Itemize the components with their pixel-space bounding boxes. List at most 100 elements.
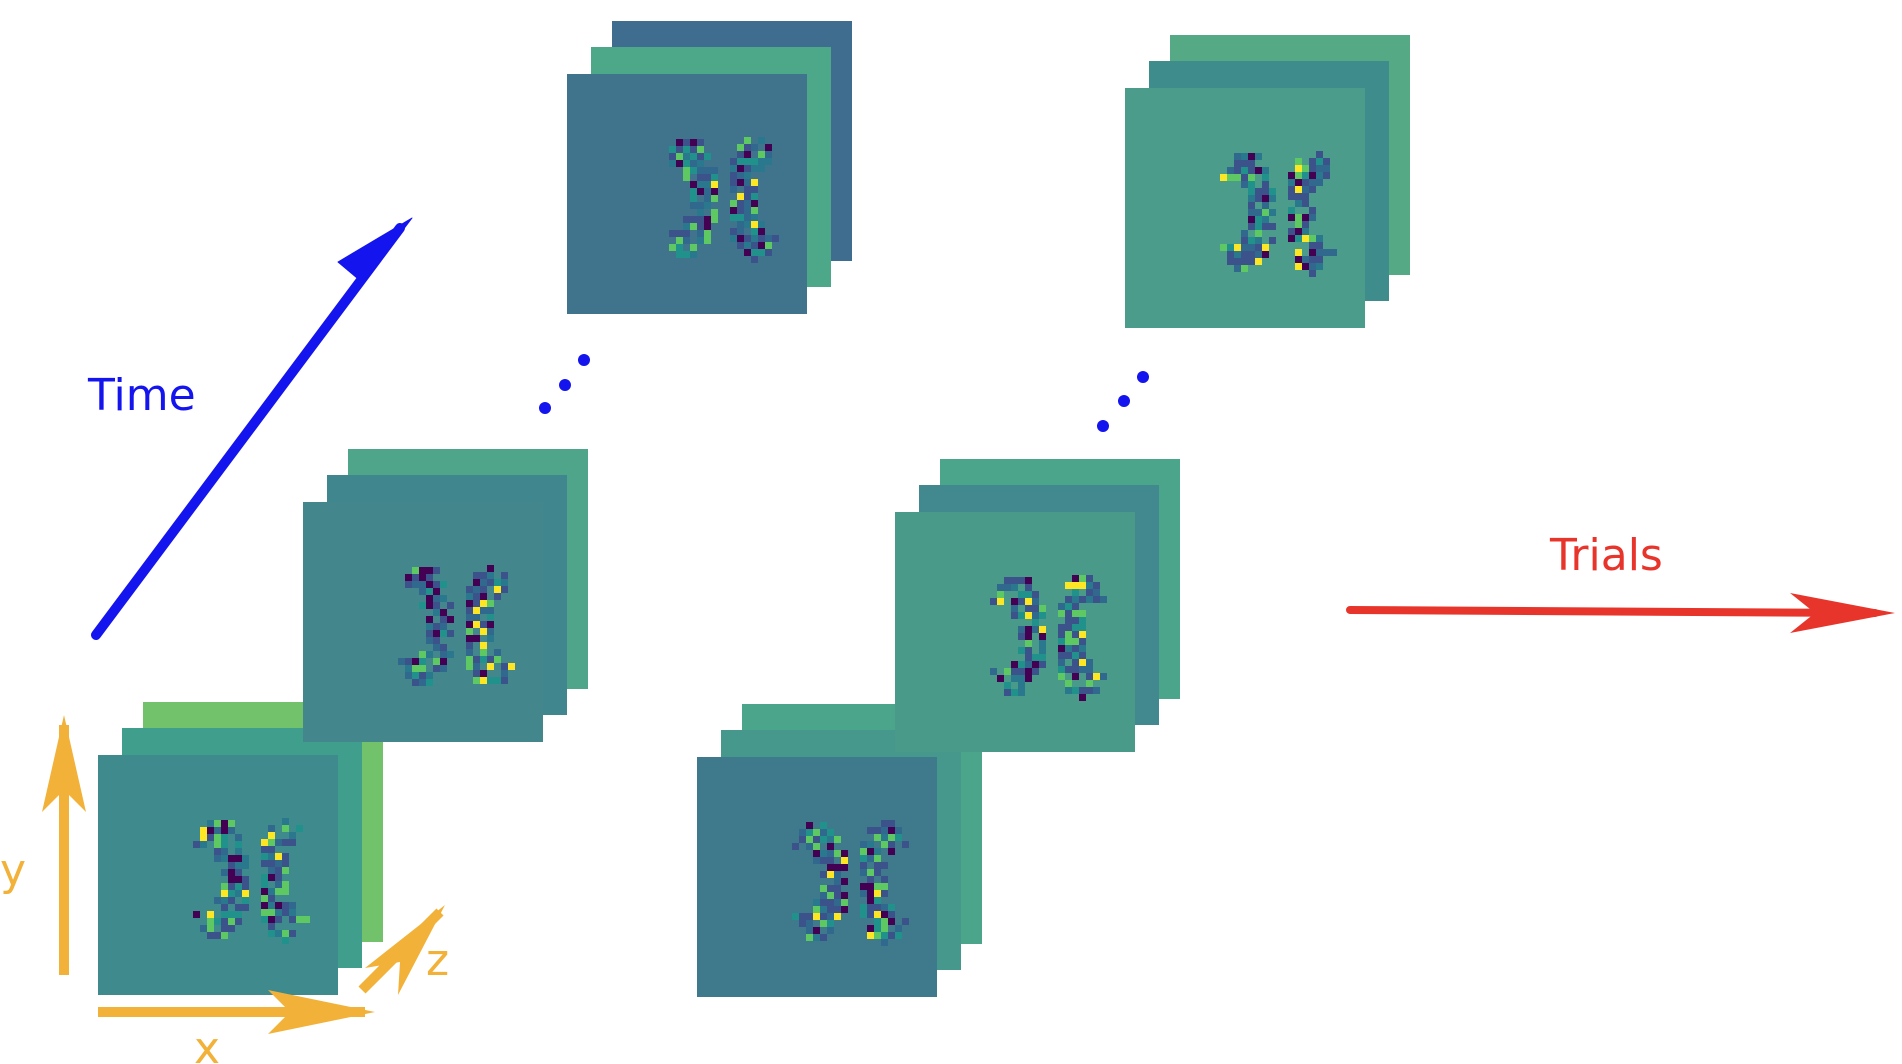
brain-voxel [412, 581, 419, 588]
brain-image [1220, 151, 1337, 277]
brain-voxel [419, 665, 426, 672]
brain-voxel [235, 883, 242, 890]
brain-voxel [440, 595, 447, 602]
brain-voxel [1288, 207, 1295, 214]
brain-voxel [228, 911, 235, 918]
brain-voxel [228, 827, 235, 834]
brain-voxel [412, 574, 419, 581]
brain-voxel [1295, 186, 1302, 193]
brain-voxel [820, 920, 827, 927]
brain-voxel [261, 888, 268, 895]
brain-voxel [820, 885, 827, 892]
brain-slice-front [303, 502, 543, 742]
brain-voxel [704, 167, 711, 174]
brain-voxel [676, 139, 683, 146]
brain-voxel [1093, 596, 1100, 603]
brain-voxel [242, 855, 249, 862]
brain-voxel [827, 906, 834, 913]
brain-voxel [1248, 258, 1255, 265]
brain-voxel [744, 207, 751, 214]
brain-voxel [268, 860, 275, 867]
brain-voxel [744, 193, 751, 200]
brain-voxel [1262, 174, 1269, 181]
brain-voxel [881, 820, 888, 827]
brain-image [990, 575, 1107, 701]
brain-voxel [1025, 605, 1032, 612]
brain-voxel [426, 588, 433, 595]
brain-voxel [440, 658, 447, 665]
brain-voxel [704, 174, 711, 181]
brain-voxel [1241, 251, 1248, 258]
brain-voxel [744, 144, 751, 151]
brain-voxel [487, 635, 494, 642]
brain-voxel [806, 843, 813, 850]
brain-voxel [737, 214, 744, 221]
brain-voxel [487, 628, 494, 635]
brain-voxel [228, 918, 235, 925]
brain-voxel [487, 677, 494, 684]
brain-voxel [1065, 617, 1072, 624]
brain-voxel [711, 174, 718, 181]
brain-voxel [874, 855, 881, 862]
brain-voxel [473, 586, 480, 593]
brain-voxel [902, 918, 909, 925]
brain-voxel [426, 581, 433, 588]
brain-voxel [1262, 202, 1269, 209]
brain-voxel [426, 679, 433, 686]
brain-voxel [827, 836, 834, 843]
brain-voxel [744, 158, 751, 165]
brain-voxel [1079, 582, 1086, 589]
brain-voxel [690, 251, 697, 258]
brain-slice-front [1125, 88, 1365, 328]
y-axis-head [42, 715, 86, 812]
brain-voxel [1241, 230, 1248, 237]
brain-voxel [697, 160, 704, 167]
brain-voxel [1079, 631, 1086, 638]
brain-voxel [1248, 251, 1255, 258]
brain-voxel [487, 663, 494, 670]
brain-voxel [282, 825, 289, 832]
brain-voxel [881, 841, 888, 848]
brain-voxel [841, 906, 848, 913]
brain-voxel [480, 572, 487, 579]
brain-voxel [1262, 195, 1269, 202]
brain-voxel [433, 644, 440, 651]
brain-voxel [1039, 661, 1046, 668]
brain-voxel [1058, 673, 1065, 680]
brain-voxel [1316, 179, 1323, 186]
brain-voxel [690, 216, 697, 223]
brain-voxel [704, 188, 711, 195]
brain-voxel [433, 623, 440, 630]
brain-voxel [744, 249, 751, 256]
brain-voxel [1004, 577, 1011, 584]
brain-voxel [1288, 214, 1295, 221]
brain-voxel [676, 160, 683, 167]
brain-voxel [813, 899, 820, 906]
brain-voxel [834, 850, 841, 857]
brain-voxel [1032, 598, 1039, 605]
slice-stack-trial2-t2 [895, 459, 1180, 752]
brain-voxel [997, 584, 1004, 591]
brain-voxel [751, 158, 758, 165]
brain-voxel [1316, 235, 1323, 242]
brain-voxel [1039, 626, 1046, 633]
brain-voxel [1072, 575, 1079, 582]
brain-voxel [881, 932, 888, 939]
brain-voxel [214, 848, 221, 855]
brain-voxel [221, 820, 228, 827]
brain-voxel [881, 911, 888, 918]
brain-voxel [737, 151, 744, 158]
brain-voxel [820, 906, 827, 913]
brain-voxel [874, 848, 881, 855]
brain-voxel [751, 186, 758, 193]
brain-slice-front [697, 757, 937, 997]
brain-voxel [874, 911, 881, 918]
brain-voxel [480, 579, 487, 586]
brain-voxel [683, 146, 690, 153]
brain-voxel [860, 855, 867, 862]
brain-voxel [683, 237, 690, 244]
brain-voxel [1288, 172, 1295, 179]
brain-voxel [235, 904, 242, 911]
brain-voxel [228, 869, 235, 876]
brain-voxel [676, 251, 683, 258]
